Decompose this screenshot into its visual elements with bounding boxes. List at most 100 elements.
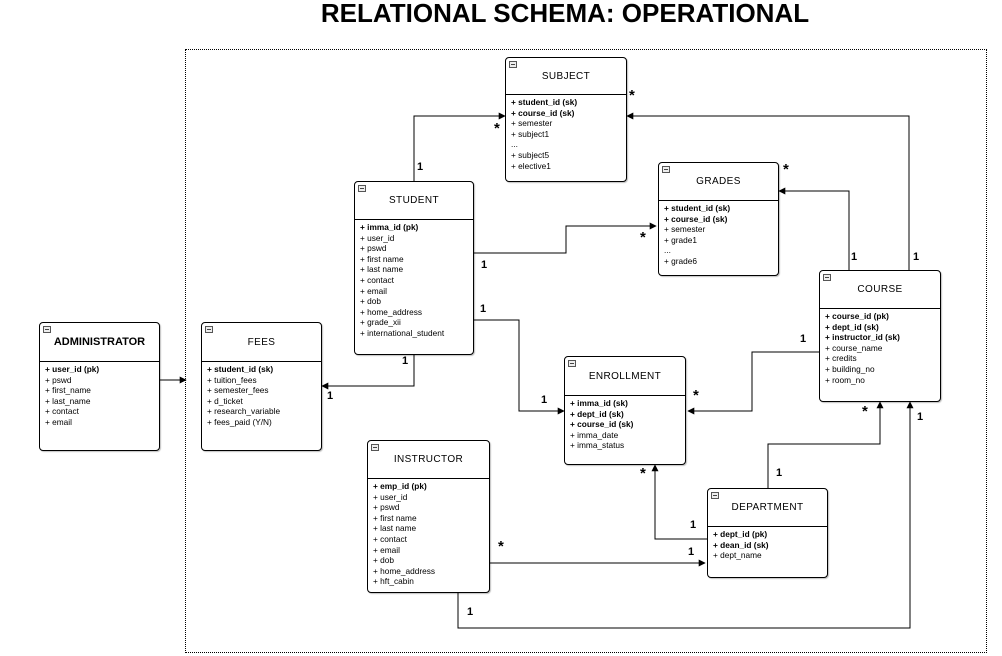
key-field: + instructor_id (sk) bbox=[825, 332, 900, 343]
key-field: + dept_id (sk) bbox=[825, 321, 879, 332]
field: + building_no bbox=[825, 363, 875, 374]
field: + first name bbox=[360, 253, 404, 264]
entity-administrator[interactable]: ADMINISTRATOR + user_id (pk) + pswd + fi… bbox=[39, 322, 160, 451]
edge-student-grades bbox=[474, 222, 657, 254]
field: + semester bbox=[511, 118, 553, 129]
field: + email bbox=[373, 544, 400, 555]
multiplicity-many: * bbox=[693, 387, 699, 404]
key-field: + course_id (sk) bbox=[511, 107, 575, 118]
field: + dept_name bbox=[713, 550, 762, 561]
field: + pswd bbox=[45, 374, 72, 385]
entity-title: GRADES bbox=[696, 176, 741, 187]
entity-instructor[interactable]: INSTRUCTOR + emp_id (pk) + user_id + psw… bbox=[367, 440, 490, 593]
field: + last name bbox=[373, 523, 417, 534]
multiplicity-one: 1 bbox=[480, 303, 487, 315]
edge-department-course bbox=[767, 401, 884, 488]
collapse-icon[interactable] bbox=[358, 185, 366, 192]
field: + pswd bbox=[373, 502, 400, 513]
multiplicity-many: * bbox=[783, 161, 789, 178]
field: + last name bbox=[360, 264, 404, 275]
field: ... bbox=[664, 245, 671, 256]
field: + user_id bbox=[360, 232, 395, 243]
key-field: + emp_id (pk) bbox=[373, 481, 427, 491]
key-field: + student_id (sk) bbox=[664, 203, 731, 213]
edge-student-subject bbox=[413, 112, 506, 181]
field: + email bbox=[360, 285, 387, 296]
field: + room_no bbox=[825, 374, 865, 385]
multiplicity-one: 1 bbox=[688, 546, 695, 558]
multiplicity-one: 1 bbox=[327, 390, 334, 402]
field: + last_name bbox=[45, 395, 91, 406]
field: + pswd bbox=[360, 243, 387, 254]
field: + contact bbox=[360, 274, 394, 285]
field: + international_student bbox=[360, 327, 445, 338]
field: + credits bbox=[825, 353, 857, 364]
collapse-icon[interactable] bbox=[509, 61, 517, 68]
entity-enrollment[interactable]: ENROLLMENT + imma_id (sk) + dept_id (sk)… bbox=[564, 356, 686, 465]
entity-title: INSTRUCTOR bbox=[393, 454, 464, 465]
multiplicity-many: * bbox=[640, 229, 646, 246]
multiplicity-one: 1 bbox=[690, 519, 697, 531]
field: + grade_xii bbox=[360, 317, 401, 328]
field: + d_ticket bbox=[207, 395, 243, 406]
collapse-icon[interactable] bbox=[823, 274, 831, 281]
multiplicity-many: * bbox=[862, 403, 868, 420]
entity-course[interactable]: COURSE + course_id (pk) + dept_id (sk) +… bbox=[819, 270, 941, 402]
multiplicity-one: 1 bbox=[913, 251, 920, 263]
field: + fees_paid (Y/N) bbox=[207, 416, 272, 427]
field: + dob bbox=[373, 555, 394, 566]
multiplicity-one: 1 bbox=[776, 467, 783, 479]
collapse-icon[interactable] bbox=[371, 444, 379, 451]
key-field: + dean_id (sk) bbox=[713, 539, 769, 550]
field: + contact bbox=[45, 406, 79, 417]
key-field: + course_id (pk) bbox=[825, 311, 889, 321]
key-field: + student_id (sk) bbox=[511, 97, 578, 107]
field: + first_name bbox=[45, 385, 91, 396]
key-field: + course_id (sk) bbox=[664, 213, 728, 224]
field: + research_variable bbox=[207, 406, 281, 417]
collapse-icon[interactable] bbox=[568, 360, 576, 367]
collapse-icon[interactable] bbox=[662, 166, 670, 173]
entity-title: COURSE bbox=[857, 284, 903, 295]
edge-course-grades bbox=[778, 187, 850, 270]
multiplicity-one: 1 bbox=[917, 411, 924, 423]
key-field: + user_id (pk) bbox=[45, 364, 100, 374]
field: + dob bbox=[360, 296, 381, 307]
entity-grades[interactable]: GRADES + student_id (sk) + course_id (sk… bbox=[658, 162, 779, 276]
multiplicity-one: 1 bbox=[541, 394, 548, 406]
multiplicity-many: * bbox=[494, 120, 500, 137]
multiplicity-one: 1 bbox=[481, 259, 488, 271]
field: + tuition_fees bbox=[207, 374, 257, 385]
field: + grade1 bbox=[664, 234, 697, 245]
field: + contact bbox=[373, 533, 407, 544]
field: + subject5 bbox=[511, 149, 550, 160]
entity-student[interactable]: STUDENT + imma_id (pk) + user_id + pswd … bbox=[354, 181, 474, 355]
key-field: + imma_id (pk) bbox=[360, 222, 419, 232]
edge-instructor-course bbox=[457, 401, 914, 629]
collapse-icon[interactable] bbox=[43, 326, 51, 333]
field: + subject1 bbox=[511, 128, 550, 139]
key-field: + imma_id (sk) bbox=[570, 398, 628, 408]
entity-subject[interactable]: SUBJECT + student_id (sk) + course_id (s… bbox=[505, 57, 627, 182]
field: ... bbox=[511, 139, 518, 150]
multiplicity-many: * bbox=[629, 87, 635, 104]
multiplicity-many: * bbox=[498, 538, 504, 555]
field: + imma_date bbox=[570, 429, 619, 440]
edge-course-enrollment bbox=[687, 351, 819, 415]
entity-fees[interactable]: FEES + student_id (sk) + tuition_fees + … bbox=[201, 322, 322, 451]
entity-title: DEPARTMENT bbox=[731, 502, 804, 513]
edge-course-subject bbox=[626, 112, 910, 270]
field: + user_id bbox=[373, 491, 408, 502]
multiplicity-many: * bbox=[640, 465, 646, 482]
collapse-icon[interactable] bbox=[711, 492, 719, 499]
collapse-icon[interactable] bbox=[205, 326, 213, 333]
multiplicity-one: 1 bbox=[402, 355, 409, 367]
entity-title: ENROLLMENT bbox=[588, 370, 662, 382]
field: + home_address bbox=[373, 565, 436, 576]
field: + semester bbox=[664, 224, 706, 235]
edge-department-enrollment bbox=[651, 464, 707, 540]
field: + semester_fees bbox=[207, 385, 269, 396]
key-field: + dept_id (pk) bbox=[713, 529, 768, 539]
entity-department[interactable]: DEPARTMENT + dept_id (pk) + dean_id (sk)… bbox=[707, 488, 828, 578]
